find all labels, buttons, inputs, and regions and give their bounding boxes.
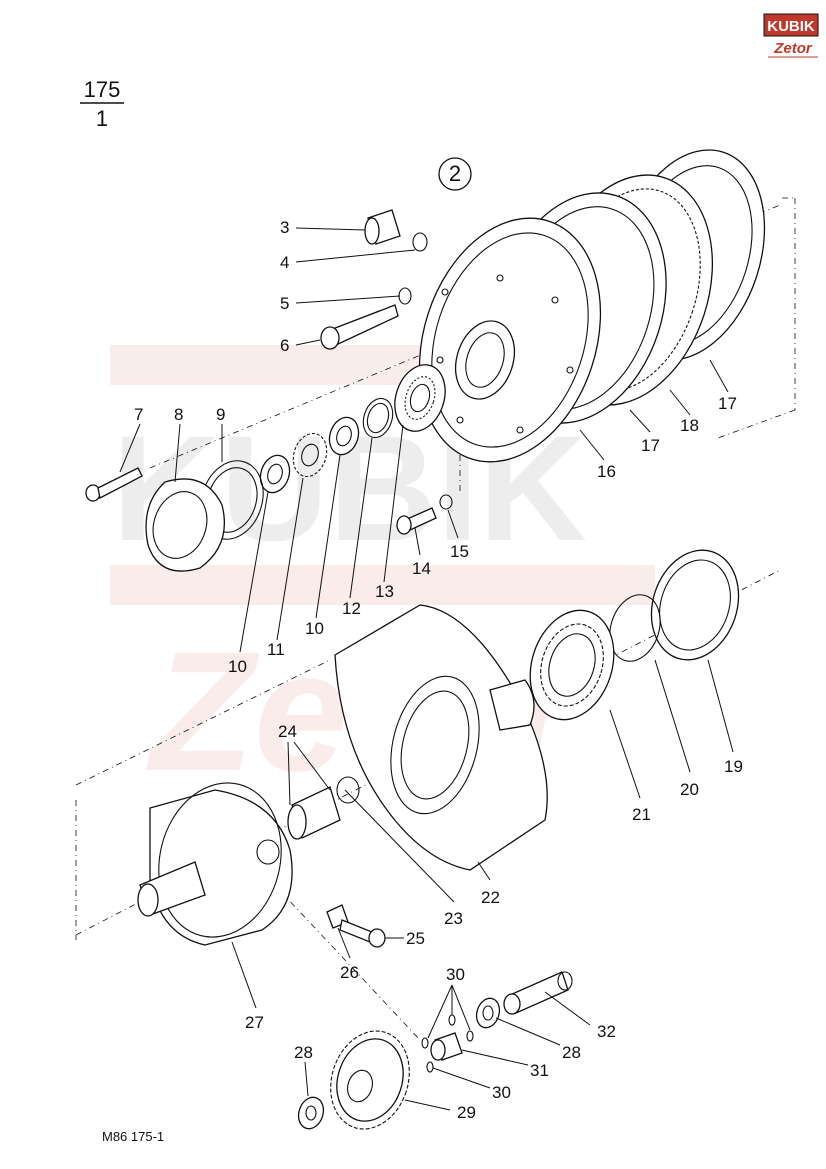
part-label: 25 bbox=[406, 929, 425, 948]
logo-brand: KUBIK bbox=[767, 18, 815, 35]
hub-housing-16 bbox=[418, 217, 602, 463]
bearing-13 bbox=[394, 364, 446, 432]
planet-gear-29 bbox=[330, 1030, 410, 1130]
lock-washer-11 bbox=[292, 432, 328, 478]
seal-19 bbox=[650, 549, 740, 661]
group-marker: 2 bbox=[438, 157, 472, 191]
part-label: 27 bbox=[245, 1013, 264, 1032]
planet-pin-32 bbox=[503, 971, 573, 1015]
leader-lines bbox=[119, 227, 734, 1111]
part-label: 24 bbox=[278, 722, 297, 741]
part-label: 10 bbox=[228, 657, 247, 676]
part-label: 17 bbox=[718, 394, 737, 413]
seal-ring-4 bbox=[412, 232, 428, 252]
part-label: 29 bbox=[457, 1103, 476, 1122]
part-label: 3 bbox=[280, 218, 289, 237]
nut-10-outer bbox=[259, 454, 291, 494]
page-number: 175 1 bbox=[80, 77, 124, 131]
circlip-12 bbox=[362, 397, 394, 439]
pinion-shaft-24 bbox=[287, 776, 360, 840]
page-number-top: 175 bbox=[84, 77, 121, 102]
part-label: 13 bbox=[375, 582, 394, 601]
bolt-6 bbox=[320, 304, 399, 350]
screw-7 bbox=[85, 467, 143, 502]
nut-10-inner bbox=[328, 416, 360, 456]
part-label: 9 bbox=[216, 405, 225, 424]
part-label: 28 bbox=[294, 1043, 313, 1062]
part-label: 7 bbox=[134, 405, 143, 424]
bearing-21 bbox=[529, 609, 615, 721]
plug-3 bbox=[364, 209, 401, 245]
part-label: 23 bbox=[444, 909, 463, 928]
bolt-14 bbox=[396, 507, 437, 535]
part-label: 16 bbox=[597, 462, 616, 481]
part-label: 14 bbox=[412, 559, 431, 578]
sleeve-31 bbox=[430, 1032, 463, 1061]
part-label: 30 bbox=[492, 1083, 511, 1102]
part-labels: 3 4 5 6 7 8 9 10 11 10 12 13 14 15 16 17… bbox=[134, 218, 743, 1122]
spring-washer-5 bbox=[398, 287, 412, 305]
part-label: 31 bbox=[530, 1061, 549, 1080]
part-label: 6 bbox=[280, 336, 289, 355]
brand-logo: KUBIK Zetor bbox=[763, 13, 819, 58]
part-label: 28 bbox=[562, 1043, 581, 1062]
planet-carrier-27 bbox=[137, 782, 293, 946]
part-label: 26 bbox=[340, 963, 359, 982]
needle-rollers-30 bbox=[421, 1014, 474, 1073]
part-label: 30 bbox=[446, 965, 465, 984]
part-label: 20 bbox=[680, 780, 699, 799]
thrust-washer-28-upper bbox=[475, 997, 501, 1029]
o-ring-20 bbox=[609, 594, 661, 662]
part-label: 12 bbox=[342, 599, 361, 618]
bolt-25 bbox=[339, 919, 386, 948]
thrust-washer-28-lower bbox=[297, 1096, 325, 1130]
part-label: 10 bbox=[305, 619, 324, 638]
part-label: 18 bbox=[680, 416, 699, 435]
washer-15 bbox=[439, 494, 453, 510]
footer-code: M86 175-1 bbox=[102, 1129, 164, 1144]
part-label: 5 bbox=[280, 294, 289, 313]
part-label: 19 bbox=[724, 757, 743, 776]
part-label: 32 bbox=[597, 1022, 616, 1041]
part-label: 21 bbox=[632, 805, 651, 824]
page-number-bottom: 1 bbox=[96, 106, 108, 131]
part-label: 4 bbox=[280, 253, 289, 272]
logo-sub: Zetor bbox=[773, 40, 813, 57]
group-marker-label: 2 bbox=[449, 161, 461, 186]
part-label: 11 bbox=[267, 640, 285, 659]
cover-8 bbox=[145, 478, 226, 572]
part-label: 15 bbox=[450, 542, 469, 561]
part-label: 22 bbox=[481, 888, 500, 907]
part-label: 8 bbox=[174, 405, 183, 424]
axle-housing-22 bbox=[334, 604, 548, 871]
part-label: 17 bbox=[641, 436, 660, 455]
